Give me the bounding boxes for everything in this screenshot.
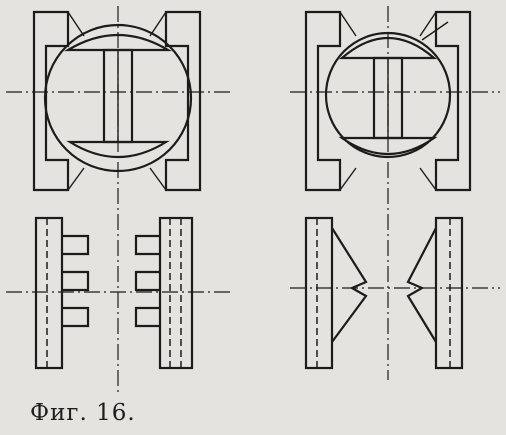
top-left-lower-cap [66,140,170,158]
top-right-leader-line [421,21,449,41]
top-right-left-jaw [304,10,342,192]
top-left-left-jaw [32,10,70,192]
top-right-right-jaw [434,10,472,192]
bottom-right-right-wedge [406,227,437,343]
top-left-upper-cap [64,34,172,52]
bottom-left-view [6,216,230,370]
top-right-right-jaw-bevel [419,11,437,191]
bottom-left-left-teeth [62,234,90,328]
bottom-left-right-plate [158,216,194,370]
top-right-left-jaw-bevel [339,11,357,191]
top-right-view [290,10,500,192]
top-right-upper-cap [339,37,437,60]
figure-caption: Фиг. 16. [30,400,136,426]
top-left-left-jaw-bevel [67,11,85,191]
bottom-right-right-plate [434,216,464,370]
top-left-right-jaw [164,10,202,192]
bottom-left-right-teeth [134,234,160,328]
bottom-right-left-wedge [331,227,368,343]
bottom-right-view [290,216,500,370]
bottom-left-left-plate [34,216,64,370]
bottom-right-left-plate [304,216,334,370]
top-left-right-jaw-bevel [149,11,167,191]
top-right-lower-cap [338,136,438,155]
